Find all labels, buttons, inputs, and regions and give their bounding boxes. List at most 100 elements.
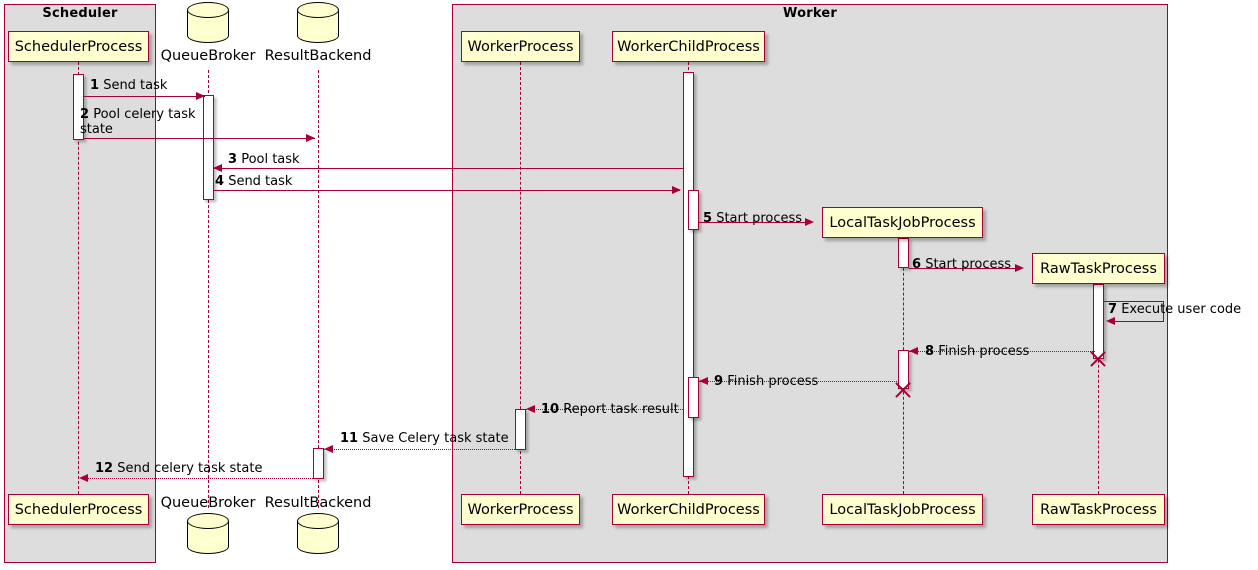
message-7-arrowhead: [1106, 316, 1115, 325]
message-12-line: [84, 478, 313, 479]
message-6-label: 6 Start process: [912, 257, 1011, 272]
message-5-arrowhead: [805, 217, 814, 226]
message-8-line: [909, 351, 1095, 352]
activation-worker-child-process-b: [688, 377, 699, 418]
message-10-label: 10 Report task result: [541, 402, 679, 417]
message-7-line-bottom: [1114, 321, 1164, 322]
participant-worker-process-top[interactable]: WorkerProcess: [461, 31, 580, 62]
lifeline-scheduler-process: [78, 62, 79, 494]
group-title-scheduler: Scheduler: [42, 6, 118, 21]
message-1-text: Send task: [103, 78, 168, 93]
message-4-number: 4: [215, 174, 225, 189]
message-3-arrowhead: [213, 163, 222, 172]
activation-worker-child-process-main: [683, 72, 694, 477]
message-11-text: Save Celery task state: [362, 431, 509, 446]
message-1-line: [83, 96, 205, 97]
message-8-arrowhead: [909, 346, 918, 355]
message-7-line-top: [1104, 301, 1164, 302]
database-result-backend-top[interactable]: [297, 2, 342, 49]
activation-result-backend: [313, 448, 324, 479]
activation-local-task-job-process-b: [898, 350, 909, 389]
destroy-marker-local-task-job-process: [893, 380, 913, 400]
message-3-text: Pool task: [241, 152, 300, 167]
message-6-number: 6: [912, 257, 922, 272]
database-label-result-backend-top: ResultBackend: [264, 48, 372, 64]
message-2-label: 2 Pool celery task state: [80, 107, 200, 137]
group-title-worker: Worker: [783, 6, 837, 21]
message-1-number: 1: [90, 78, 100, 93]
activation-worker-process: [515, 409, 526, 450]
message-1-label: 1 Send task: [90, 78, 167, 93]
message-5-number: 5: [703, 211, 713, 226]
destroy-marker-raw-task-process: [1088, 349, 1108, 369]
message-11-number: 11: [340, 431, 359, 446]
message-3-label: 3 Pool task: [228, 152, 300, 167]
activation-queue-broker: [203, 95, 214, 200]
participant-raw-task-process-created[interactable]: RawTaskProcess: [1032, 253, 1165, 284]
participant-local-task-job-process-bottom[interactable]: LocalTaskJobProcess: [822, 494, 983, 525]
message-4-text: Send task: [228, 174, 293, 189]
message-7-label: 7 Execute user code: [1108, 302, 1241, 317]
message-8-text: Finish process: [938, 344, 1030, 359]
message-4-line: [213, 190, 680, 191]
participant-raw-task-process-bottom[interactable]: RawTaskProcess: [1032, 494, 1165, 525]
participant-scheduler-process-bottom[interactable]: SchedulerProcess: [8, 494, 149, 525]
message-5-label: 5 Start process: [703, 211, 802, 226]
lifeline-raw-task-process: [1098, 284, 1099, 494]
message-4-arrowhead: [672, 185, 681, 194]
message-5-text: Start process: [716, 211, 803, 226]
message-2-text: Pool celery task state: [80, 107, 196, 137]
message-12-label: 12 Send celery task state: [95, 461, 262, 476]
activation-local-task-job-process-a: [898, 238, 909, 268]
message-7-line-right: [1163, 301, 1164, 321]
message-9-label: 9 Finish process: [714, 374, 818, 389]
message-12-text: Send celery task state: [117, 461, 263, 476]
activation-raw-task-process: [1093, 284, 1104, 359]
message-2-line: [83, 138, 315, 139]
database-result-backend-bottom[interactable]: [297, 513, 342, 560]
message-10-text: Report task result: [563, 402, 679, 417]
database-queue-broker-bottom[interactable]: [187, 513, 232, 560]
message-6-arrowhead: [1015, 263, 1024, 272]
cylinder-top: [297, 513, 339, 529]
message-9-line: [699, 381, 899, 382]
database-label-queue-broker-bottom: QueueBroker: [160, 495, 256, 511]
participant-local-task-job-process-created[interactable]: LocalTaskJobProcess: [822, 207, 983, 238]
cylinder-top: [187, 513, 229, 529]
message-9-text: Finish process: [727, 374, 819, 389]
cylinder-top: [187, 2, 229, 18]
lifeline-queue-broker: [208, 70, 209, 508]
message-10-arrowhead: [526, 404, 535, 413]
database-label-queue-broker-top: QueueBroker: [160, 48, 256, 64]
message-10-number: 10: [541, 402, 560, 417]
message-2-arrowhead: [306, 133, 315, 142]
database-queue-broker-top[interactable]: [187, 2, 232, 49]
message-10-line: [526, 409, 683, 410]
message-1-arrowhead: [196, 91, 205, 100]
message-11-arrowhead: [324, 444, 333, 453]
lifeline-result-backend: [318, 70, 319, 508]
activation-worker-child-process-a: [688, 190, 699, 230]
database-label-result-backend-bottom: ResultBackend: [264, 495, 372, 511]
message-12-arrowhead: [79, 473, 88, 482]
message-8-number: 8: [925, 344, 935, 359]
message-7-number: 7: [1108, 302, 1118, 317]
message-6-text: Start process: [925, 257, 1012, 272]
message-11-label: 11 Save Celery task state: [340, 431, 509, 446]
lifeline-worker-process: [520, 62, 521, 494]
cylinder-top: [297, 2, 339, 18]
activation-scheduler-process: [73, 74, 84, 140]
message-3-number: 3: [228, 152, 238, 167]
participant-worker-process-bottom[interactable]: WorkerProcess: [461, 494, 580, 525]
message-5-line: [699, 222, 811, 223]
participant-worker-child-process-top[interactable]: WorkerChildProcess: [612, 31, 765, 62]
message-8-label: 8 Finish process: [925, 344, 1029, 359]
message-4-label: 4 Send task: [215, 174, 292, 189]
message-9-arrowhead: [699, 376, 708, 385]
message-11-line: [324, 449, 515, 450]
participant-scheduler-process-top[interactable]: SchedulerProcess: [8, 31, 149, 62]
message-6-line: [909, 268, 1021, 269]
participant-worker-child-process-bottom[interactable]: WorkerChildProcess: [612, 494, 765, 525]
message-3-line: [213, 168, 683, 169]
